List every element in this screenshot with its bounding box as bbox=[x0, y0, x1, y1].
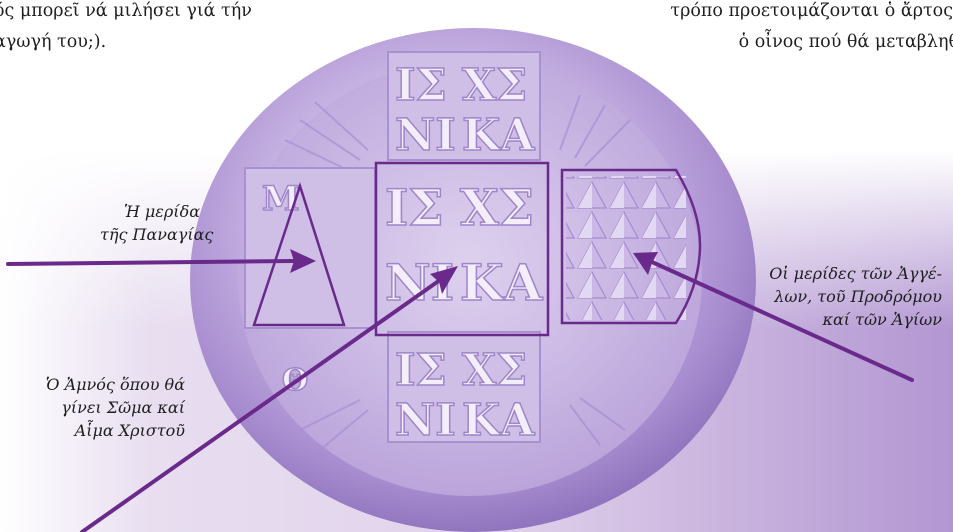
body-text-top-right: τρόπο προετοιμάζονται ὁ ἄρτος ὁ οἶνος πο… bbox=[670, 0, 953, 58]
caption-line: λων, τοῦ Προδρόμου bbox=[730, 285, 942, 308]
seal-letters-top-1: ΙΣ bbox=[395, 60, 447, 111]
caption-amnos: Ὁ Ἀμνός ὅπου θά γίνει Σῶμα καί Αἷμα Χρισ… bbox=[20, 373, 185, 442]
seal-letters-top-3: ΝΙ bbox=[395, 110, 456, 161]
seal-triangle-grid bbox=[566, 176, 686, 320]
body-text-line: ός μπορεῖ νά μιλήσει γιά τήν bbox=[0, 0, 252, 27]
caption-line: Ὁ Ἀμνός ὅπου θά bbox=[20, 373, 185, 396]
seal-letters-bot-2: ΧΣ bbox=[462, 345, 527, 396]
caption-panagia: Ἡ μερίδα τῆς Παναγίας bbox=[100, 200, 200, 246]
seal-letters-bot-3: ΝΙ bbox=[395, 395, 456, 446]
seal-letters-bot-1: ΙΣ bbox=[395, 345, 447, 396]
seal-letters-top-2: ΧΣ bbox=[462, 60, 527, 111]
caption-line: Οἱ μερίδες τῶν Ἀγγέ- bbox=[730, 262, 942, 285]
caption-line: καί τῶν Ἁγίων bbox=[730, 308, 942, 331]
caption-angels: Οἱ μερίδες τῶν Ἀγγέ- λων, τοῦ Προδρόμου … bbox=[730, 262, 942, 331]
seal-letters-mid-2: ΧΣ bbox=[460, 178, 534, 237]
seal-letters-mid-4: ΚΑ bbox=[460, 253, 543, 312]
caption-line: Αἷμα Χριστοῦ bbox=[20, 419, 185, 442]
body-text-line: τρόπο προετοιμάζονται ὁ ἄρτος bbox=[670, 0, 953, 27]
seal-letters-top-4: ΚΑ bbox=[462, 110, 535, 161]
caption-line: Ἡ μερίδα bbox=[100, 200, 200, 223]
body-text-top-left: ός μπορεῖ νά μιλήσει γιά τήν αγωγή του;)… bbox=[0, 0, 252, 58]
caption-line: γίνει Σῶμα καί bbox=[20, 396, 185, 419]
seal-letters-bot-4: ΚΑ bbox=[462, 395, 535, 446]
seal-letter-m: Μ bbox=[262, 179, 300, 219]
body-text-line: ὁ οἶνος πού θά μεταβληθ bbox=[670, 27, 953, 58]
body-text-line: αγωγή του;). bbox=[0, 27, 252, 58]
seal-letters-mid-1: ΙΣ bbox=[385, 178, 444, 237]
caption-line: τῆς Παναγίας bbox=[100, 223, 200, 246]
